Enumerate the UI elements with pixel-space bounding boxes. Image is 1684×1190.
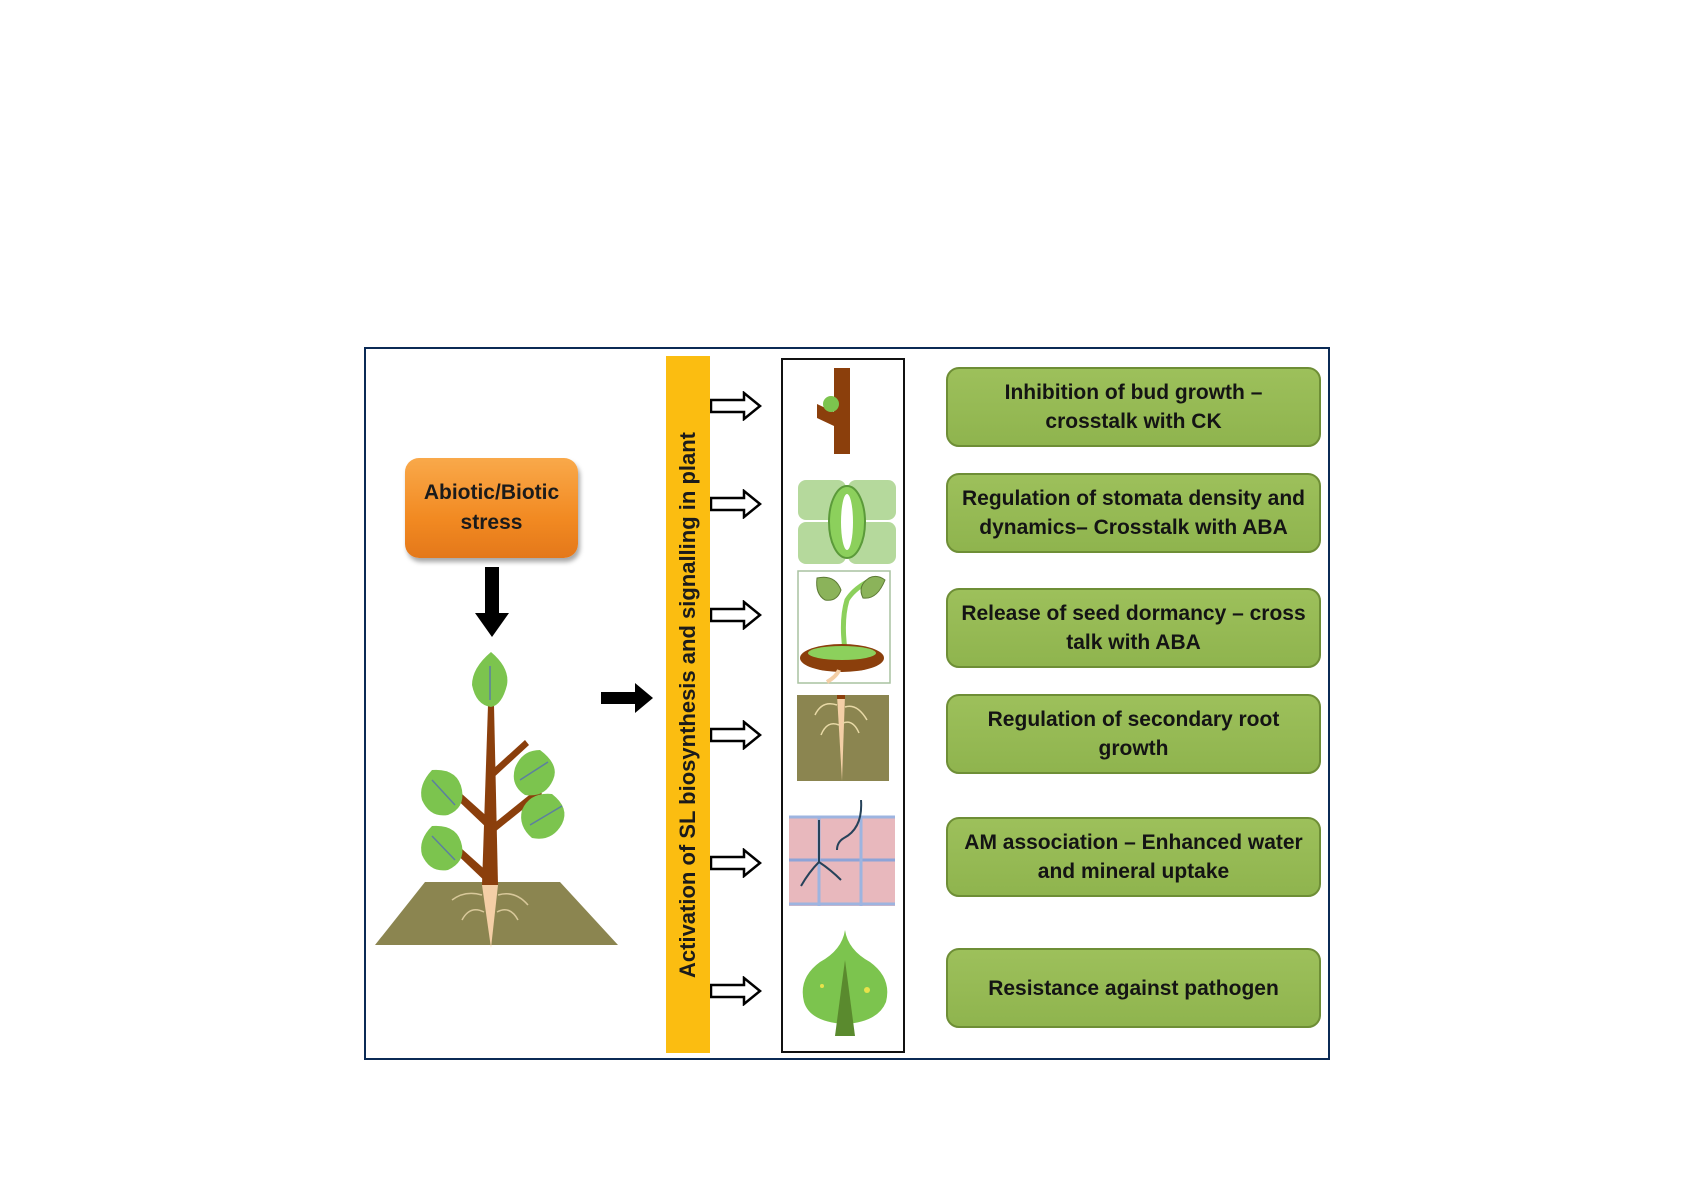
sl-activation-label: Activation of SL biosynthesis and signal… [675,432,700,978]
hollow-arrow-icon [710,976,762,1006]
effect-box-stomata: Regulation of stomata density and dynami… [946,473,1321,553]
root-in-soil-icon [797,695,889,781]
right-arrow-icon [601,683,653,713]
down-arrow-icon [475,567,509,637]
effect-box-am-association: AM association – Enhanced water and mine… [946,817,1321,897]
plant-illustration [375,652,618,948]
hollow-arrow-icon [710,848,762,878]
effect-label: Resistance against pathogen [988,976,1279,1000]
effect-label: Release of seed dormancy – cross talk wi… [961,602,1306,654]
am-fungi-icon [789,800,895,906]
leaves [421,652,565,871]
effect-box-bud-growth: Inhibition of bud growth – crosstalk wit… [946,367,1321,447]
effect-box-seed-dormancy: Release of seed dormancy – cross talk wi… [946,588,1321,668]
hollow-arrow-icon [710,391,762,421]
effect-label: Inhibition of bud growth – crosstalk wit… [1004,381,1263,433]
bud-on-stem-icon [817,368,850,454]
effect-box-secondary-root: Regulation of secondary root growth [946,694,1321,774]
stress-box: Abiotic/Biotic stress [405,458,578,558]
sl-activation-bar [666,356,710,1053]
effect-label: Regulation of secondary root growth [987,708,1280,760]
tap-root [451,885,529,948]
soil-patch [375,882,618,945]
effect-label: AM association – Enhanced water and mine… [964,831,1303,883]
leaf-icon [802,930,888,1036]
effect-label: Regulation of stomata density and dynami… [961,487,1306,539]
stomata-icon [798,480,896,564]
stress-box-label: Abiotic/Biotic stress [423,481,560,534]
effect-box-pathogen-resistance: Resistance against pathogen [946,948,1321,1028]
hollow-arrow-icon [710,600,762,630]
seedling-icon [797,570,891,684]
hollow-arrow-icon [710,489,762,519]
hollow-arrow-icon [710,720,762,750]
